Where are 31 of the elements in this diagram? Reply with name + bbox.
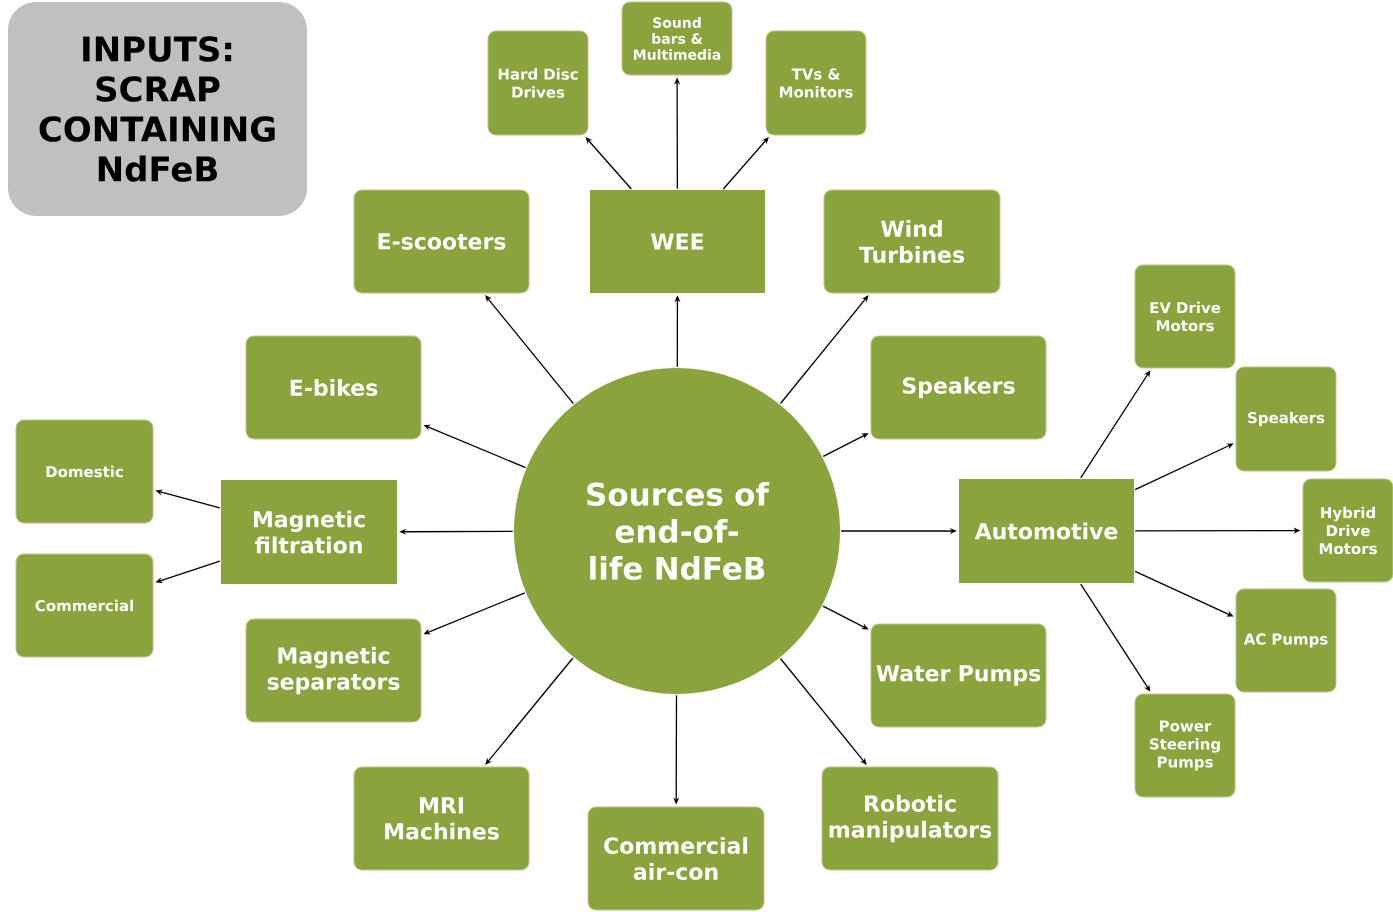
source-box: E-scooters (353, 189, 530, 294)
source-box: Speakers (1235, 366, 1337, 472)
source-box: Robotic manipulators (821, 766, 999, 871)
source-box: E-bikes (245, 335, 422, 440)
source-box: Hybrid Drive Motors (1302, 478, 1393, 583)
source-box: Speakers (870, 335, 1047, 440)
arrow (1080, 370, 1151, 479)
arrow (485, 657, 574, 765)
input-box: INPUTS: SCRAP CONTAINING NdFeB (8, 2, 307, 216)
arrow (1080, 583, 1151, 692)
source-box: Commercial air-con (587, 806, 765, 911)
category-box: Automotive (959, 479, 1134, 583)
arrow (485, 295, 574, 405)
source-box: Power Steering Pumps (1134, 693, 1236, 798)
arrow (779, 295, 869, 405)
source-box: MRI Machines (353, 766, 530, 871)
source-box: TVs & Monitors (765, 30, 867, 136)
arrow (722, 137, 769, 190)
source-box: Sound bars & Multimedia (621, 1, 733, 76)
category-box: Magnetic filtration (221, 480, 397, 584)
source-box: Water Pumps (870, 623, 1047, 728)
source-box: Wind Turbines (823, 189, 1001, 294)
arrow (779, 657, 867, 765)
source-box: Commercial (15, 553, 154, 658)
source-box: Magnetic separators (245, 618, 422, 723)
source-box: Domestic (15, 419, 154, 524)
category-box: WEE (590, 190, 765, 293)
arrow (585, 137, 632, 190)
source-box: AC Pumps (1235, 588, 1337, 693)
source-box: Hard Disc Drives (487, 30, 589, 136)
source-box: EV Drive Motors (1134, 264, 1236, 369)
